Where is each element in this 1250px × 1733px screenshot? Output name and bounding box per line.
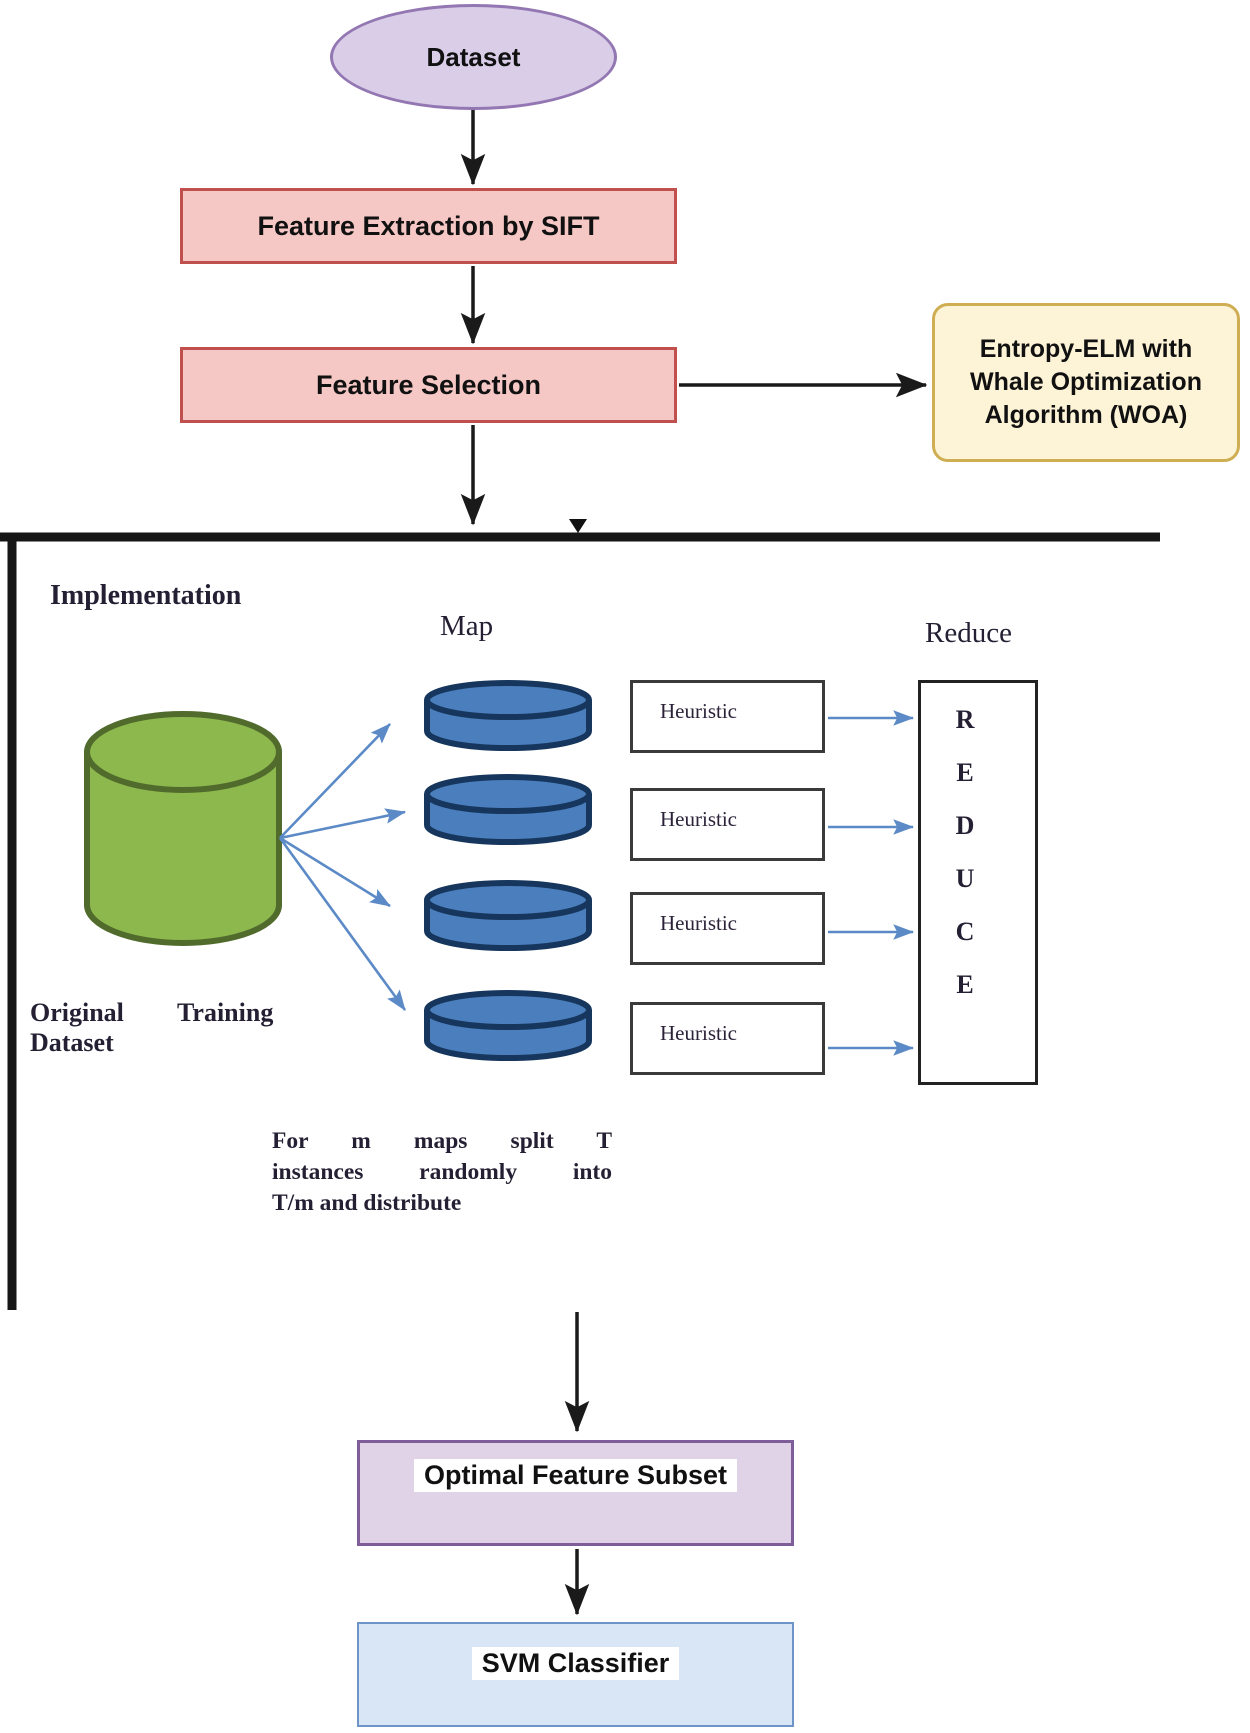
reduce-letter-d: D (955, 811, 975, 840)
original-dataset-label: Original Dataset (30, 998, 124, 1057)
reduce-box: R E D U C E (918, 680, 1038, 1085)
implementation-title: Implementation (50, 580, 242, 611)
reduce-letter-r: R (955, 705, 975, 734)
map-cylinder-4 (424, 990, 592, 1061)
dataset-node: Dataset (330, 4, 617, 110)
map-cylinder-3 (424, 880, 592, 951)
reduce-label: Reduce (925, 617, 1012, 649)
entropy-elm-woa-label: Entropy-ELM with Whale Optimization Algo… (970, 335, 1202, 429)
reduce-letter-e1: E (956, 758, 974, 787)
map-cylinder-2 (424, 774, 592, 845)
split-note-line-3: T/m and distribute (272, 1190, 462, 1216)
arrow-dataset-to-map-3 (279, 836, 391, 908)
reduce-letter-c: C (955, 917, 975, 946)
feature-extraction-label: Feature Extraction by SIFT (257, 210, 600, 241)
entropy-elm-woa-node: Entropy-ELM with Whale Optimization Algo… (932, 303, 1240, 462)
reduce-letter-e2: E (956, 970, 974, 999)
map-cylinder-1 (424, 680, 592, 751)
split-note-line-2: instances randomly into (272, 1159, 612, 1185)
heuristic-box-3: Heuristic (630, 892, 825, 965)
heuristic-label-4: Heuristic (660, 1021, 737, 1045)
heuristic-box-1: Heuristic (630, 680, 825, 753)
heuristic-box-4: Heuristic (630, 1002, 825, 1075)
arrowhead-into-implementation (569, 519, 587, 533)
arrow-dataset-to-map-1 (279, 723, 391, 839)
heuristic-label-3: Heuristic (660, 911, 737, 935)
heuristic-box-2: Heuristic (630, 788, 825, 861)
optimal-feature-subset-label: Optimal Feature Subset (413, 1459, 738, 1492)
svm-classifier-label: SVM Classifier (471, 1647, 680, 1680)
feature-selection-label: Feature Selection (315, 369, 542, 400)
feature-extraction-node: Feature Extraction by SIFT (180, 188, 677, 264)
split-note-line-1: For m maps split T (272, 1128, 612, 1154)
arrow-dataset-to-map-2 (279, 808, 407, 840)
split-note: For m maps split T instances randomly in… (272, 1126, 612, 1219)
svm-classifier-node: SVM Classifier (357, 1622, 794, 1727)
training-label: Training (177, 998, 274, 1027)
optimal-feature-subset-node: Optimal Feature Subset (357, 1440, 794, 1546)
dataset-label: Dataset (426, 41, 521, 72)
feature-selection-node: Feature Selection (180, 347, 677, 423)
reduce-letter-u: U (955, 864, 975, 893)
heuristic-label-1: Heuristic (660, 699, 737, 723)
original-dataset-cylinder (84, 711, 282, 946)
heuristic-label-2: Heuristic (660, 807, 737, 831)
map-label: Map (440, 610, 494, 642)
arrow-dataset-to-map-4 (278, 837, 407, 1011)
